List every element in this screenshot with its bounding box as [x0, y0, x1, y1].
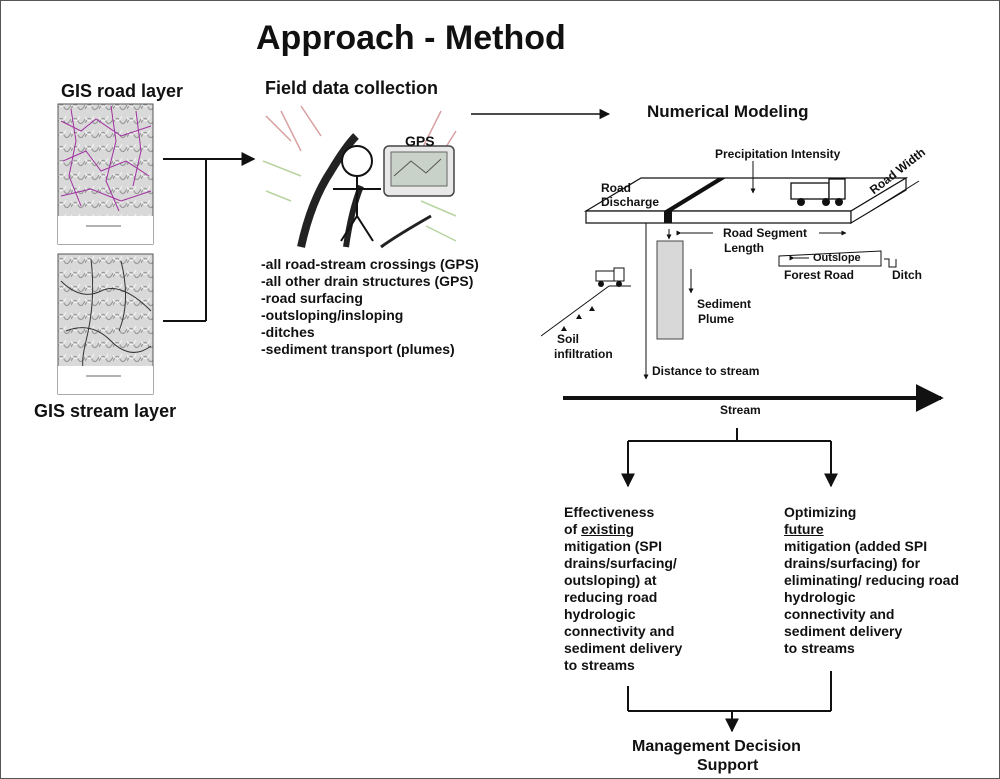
outcome-existing-line: outsloping) at — [564, 572, 657, 588]
outcome-existing-line: to streams — [564, 657, 635, 673]
outslope-label: Outslope — [813, 252, 861, 264]
road-discharge-label-1: Road — [601, 181, 631, 195]
outcome-existing-keyword: existing — [581, 521, 635, 537]
decision-label-1: Management Decision — [632, 738, 801, 755]
field-item: -ditches — [261, 324, 315, 340]
distance-label: Distance to stream — [652, 364, 760, 378]
hillslope-sketch — [540, 267, 631, 337]
outcome-existing-line: sediment delivery — [564, 640, 683, 656]
outcome-existing-prefix: of — [564, 521, 582, 537]
outcome-future-keyword: future — [784, 521, 824, 537]
road-discharge-label-2: Discharge — [601, 195, 660, 209]
outcome-future-line: drains/surfacing) for — [784, 555, 921, 571]
slide-title: Approach - Method — [256, 19, 566, 57]
road-width-line — [870, 180, 920, 212]
outcome-future-line: sediment delivery — [784, 623, 903, 639]
outcome-existing-line: Effectiveness — [564, 504, 655, 520]
gis-connector — [163, 152, 256, 322]
field-item: -sediment transport (plumes) — [261, 341, 455, 357]
field-sketch — [259, 103, 459, 249]
gis-stream-map — [57, 253, 154, 395]
gps-label: GPS — [405, 133, 435, 149]
field-item: -all other drain structures (GPS) — [261, 273, 474, 289]
soil-label-1: Soil — [557, 332, 580, 346]
decision-merge — [627, 671, 832, 733]
outcome-future-line: mitigation (added SPI — [784, 538, 928, 554]
gis-road-map — [57, 103, 154, 245]
outcome-existing-line: hydrologic — [564, 606, 636, 622]
field-item: -outsloping/insloping — [261, 307, 404, 323]
field-item-list: -all road-stream crossings (GPS) -all ot… — [261, 256, 479, 358]
ditch-label: Ditch — [892, 268, 922, 282]
field-heading: Field data collection — [265, 78, 439, 98]
outcome-future-line: hydrologic — [784, 589, 856, 605]
sediment-label-1: Sediment — [697, 297, 752, 311]
segment-label-2: Length — [724, 241, 764, 255]
segment-label-1: Road Segment — [723, 226, 808, 240]
decision-label-2: Support — [697, 757, 759, 774]
outslope-profile — [778, 250, 897, 268]
field-item: -all road-stream crossings (GPS) — [261, 256, 479, 272]
precip-label: Precipitation Intensity — [715, 147, 841, 161]
road-slab — [583, 176, 909, 225]
outcome-existing-line: drains/surfacing/ — [564, 555, 677, 571]
outcome-future: Optimizing future mitigation (added SPI … — [784, 504, 959, 657]
gis-stream-label: GIS stream layer — [34, 401, 177, 421]
outcome-future-line: eliminating/ reducing road — [784, 572, 960, 588]
gis-road-label: GIS road layer — [61, 81, 184, 101]
outcome-existing-line: connectivity and — [564, 623, 675, 639]
sediment-plume — [656, 240, 684, 340]
outcome-existing-line: reducing road — [564, 589, 658, 605]
forest-road-label: Forest Road — [784, 268, 855, 282]
sediment-label-2: Plume — [698, 312, 735, 326]
soil-label-2: infiltration — [554, 347, 613, 361]
outcome-future-line: Optimizing — [784, 504, 857, 520]
outcome-future-line: to streams — [784, 640, 855, 656]
outcome-existing: Effectiveness of existing mitigation (SP… — [564, 504, 682, 674]
outcome-existing-line: mitigation (SPI — [564, 538, 662, 554]
stream-label: Stream — [720, 403, 761, 417]
truck-icon — [790, 178, 846, 206]
outcome-future-line: connectivity and — [784, 606, 895, 622]
outcome-existing-line: of existing — [564, 521, 682, 538]
model-heading: Numerical Modeling — [647, 102, 809, 121]
field-item: -road surfacing — [261, 290, 363, 306]
outcome-branch — [621, 428, 838, 488]
